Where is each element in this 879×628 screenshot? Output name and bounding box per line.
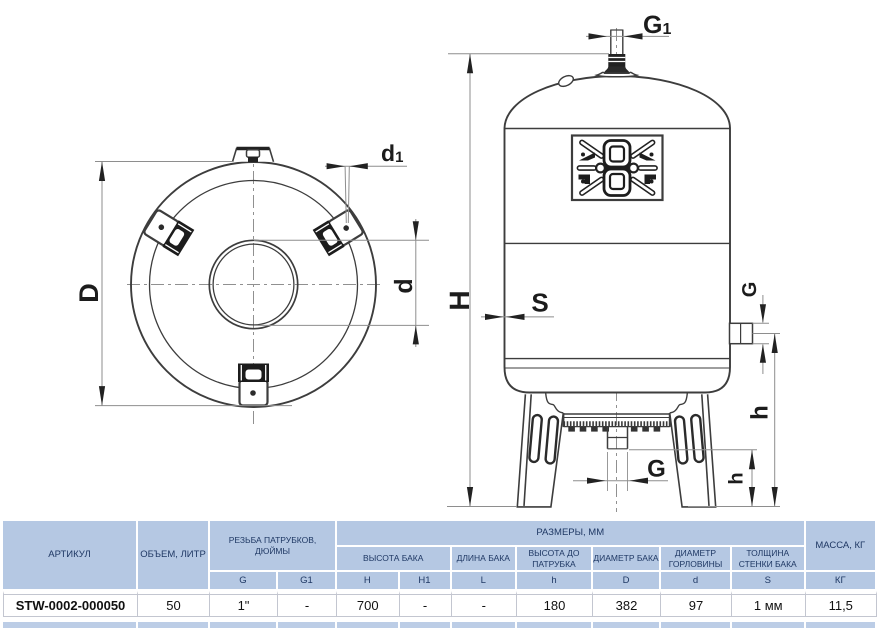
svg-text:D: D bbox=[74, 283, 104, 303]
svg-text:G1: G1 bbox=[643, 11, 671, 39]
svg-text:d1: d1 bbox=[381, 140, 403, 166]
svg-text:S: S bbox=[531, 288, 548, 318]
svg-text:h: h bbox=[726, 472, 748, 484]
svg-text:H: H bbox=[444, 290, 475, 310]
svg-text:d: d bbox=[390, 278, 418, 293]
svg-text:h: h bbox=[747, 405, 774, 420]
svg-text:G: G bbox=[739, 282, 761, 298]
svg-text:G: G bbox=[647, 456, 666, 483]
